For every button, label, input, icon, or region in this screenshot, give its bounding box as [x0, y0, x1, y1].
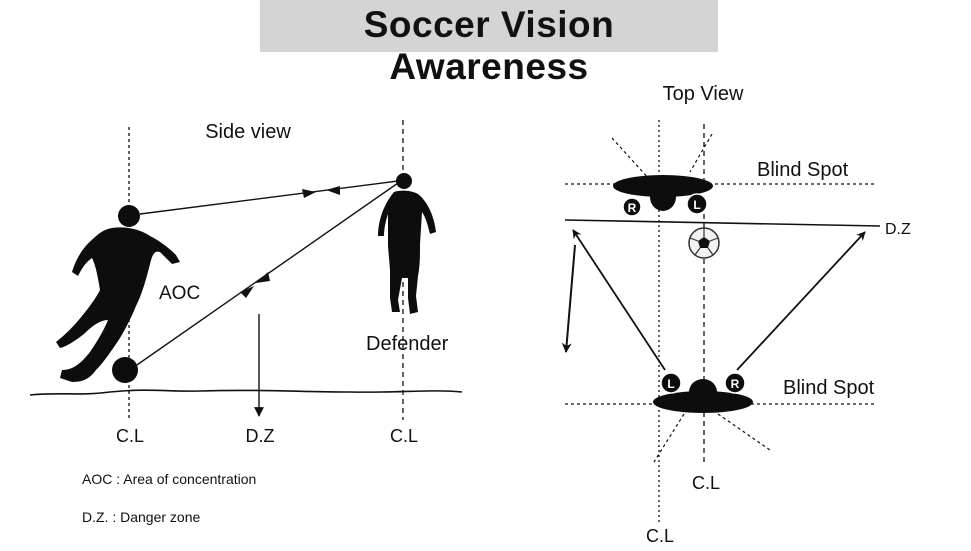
vision-arrow-left	[572, 229, 666, 371]
badge-r-top: R	[628, 201, 637, 215]
title-banner: Soccer Vision Awareness	[260, 0, 718, 87]
defender-label: Defender	[366, 333, 449, 355]
top-view: R L L R Top View Blind	[561, 83, 911, 546]
soccer-ball-icon	[688, 227, 720, 259]
page-title: Soccer Vision Awareness	[363, 4, 615, 87]
vision-arrow-down	[561, 244, 576, 353]
center-line-label-left: C.L	[116, 426, 144, 446]
badge-l-bottom: L	[667, 377, 674, 391]
arrowhead	[256, 272, 270, 283]
left-foot-badge-top	[686, 193, 708, 215]
top-view-heading: Top View	[663, 83, 744, 105]
right-foot-badge-top	[622, 197, 642, 217]
defender-silhouette	[378, 173, 436, 314]
blind-spot-label-bottom: Blind Spot	[783, 377, 875, 399]
vision-cone-line	[611, 137, 651, 181]
attacker-silhouette	[56, 205, 180, 382]
arrowhead	[240, 286, 254, 298]
vision-cone-line	[717, 413, 771, 451]
badge-r-bottom: R	[731, 377, 740, 391]
legend-dz: D.Z. : Danger zone	[82, 509, 200, 525]
center-line-label-inner: C.L	[692, 473, 720, 493]
danger-zone-label-top: D.Z	[885, 221, 911, 238]
center-line-label-right: C.L	[390, 426, 418, 446]
bottom-player: L R	[653, 372, 753, 413]
ground-line	[29, 389, 463, 396]
arrowhead	[302, 189, 316, 198]
badge-l-top: L	[693, 198, 700, 212]
danger-zone-label: D.Z	[246, 426, 275, 446]
side-view: Side view AOC Defender C.L D.Z C.L AOC :…	[29, 120, 463, 525]
side-view-heading: Side view	[205, 121, 291, 143]
vision-arrow-right	[736, 231, 866, 371]
vision-cone-line	[689, 133, 713, 173]
ball-side-view	[112, 357, 138, 383]
danger-zone-line	[564, 219, 881, 227]
blind-spot-label-top: Blind Spot	[757, 159, 849, 181]
sight-line-upper	[139, 180, 399, 215]
aoc-label: AOC	[159, 283, 200, 304]
legend-aoc: AOC : Area of concentration	[82, 471, 256, 487]
top-player: R L	[613, 175, 713, 217]
right-foot-badge-bottom	[724, 372, 746, 394]
center-line-label-outer: C.L	[646, 526, 674, 546]
arrowhead	[326, 186, 340, 195]
left-foot-badge-bottom	[660, 372, 682, 394]
